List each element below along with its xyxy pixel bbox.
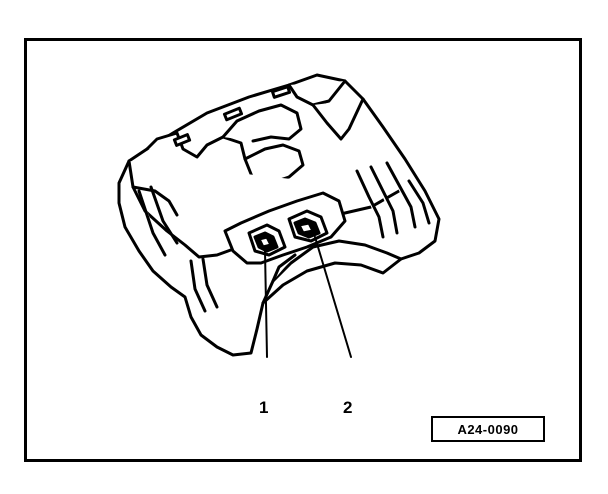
terminal-1: [247, 223, 287, 257]
figure-code-label: A24-0090: [457, 421, 519, 437]
callout-1-label: 1: [259, 398, 269, 417]
lower-arch: [261, 257, 403, 305]
figure-code-box: A24-0090: [431, 416, 545, 442]
top-latch: [145, 131, 247, 161]
terminal-2: [287, 209, 329, 243]
leader-line-2: [314, 236, 352, 358]
leader-line-1: [264, 250, 268, 358]
figure-frame: 1 2 A24-0090: [24, 38, 582, 462]
connector-illustration: [117, 73, 441, 358]
callout-2-label: 2: [343, 398, 353, 417]
